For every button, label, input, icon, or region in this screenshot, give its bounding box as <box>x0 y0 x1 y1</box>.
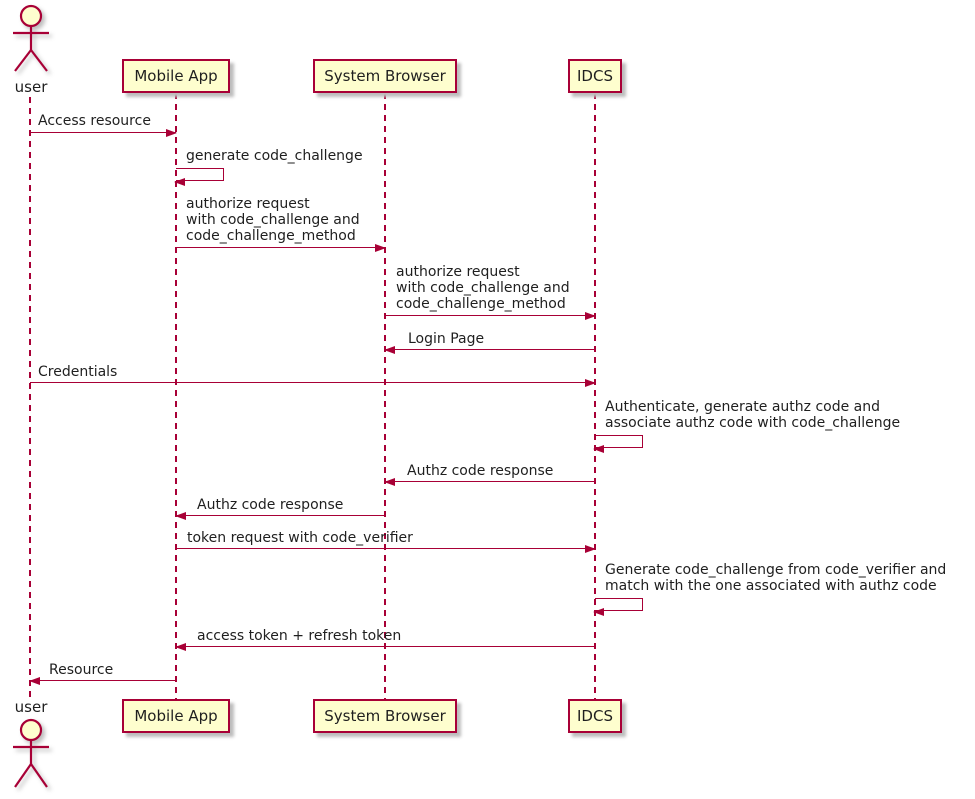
message-arrow-access-token <box>175 642 595 651</box>
message-arrow-login-page <box>384 345 595 354</box>
message-arrow-resource <box>29 676 176 685</box>
actor-user-top-label: user <box>14 78 48 96</box>
message-arrow-access-resource <box>30 128 177 137</box>
participant-label: Mobile App <box>134 707 218 725</box>
message-self-arrow-authenticate <box>593 435 643 453</box>
participant-mobile-app-top: Mobile App <box>122 59 230 93</box>
message-label-access-resource: Access resource <box>38 113 151 129</box>
message-self-arrow-generate-match <box>593 598 643 616</box>
message-label-authz-code-response-1: Authz code response <box>407 463 554 479</box>
message-label-login-page: Login Page <box>408 331 485 347</box>
message-label-authorize-request-1: authorize request with code_challenge an… <box>186 196 360 244</box>
participant-system-browser-top: System Browser <box>313 59 457 93</box>
participant-label: IDCS <box>577 67 613 85</box>
message-label-authz-code-response-2: Authz code response <box>197 497 344 513</box>
message-label-credentials: Credentials <box>38 364 118 380</box>
message-label-authenticate: Authenticate, generate authz code and as… <box>605 399 901 431</box>
message-self-arrow-generate-code-challenge <box>174 168 224 186</box>
lifeline-system-browser <box>384 93 386 699</box>
message-label-access-token: access token + refresh token <box>197 628 402 644</box>
message-label-generate-code-challenge: generate code_challenge <box>186 148 363 164</box>
actor-user-bottom-label: user <box>14 698 48 716</box>
actor-user-top <box>0 3 62 75</box>
participant-label: System Browser <box>324 67 446 85</box>
actor-user-bottom <box>0 717 62 797</box>
participant-idcs-top: IDCS <box>568 59 622 93</box>
participant-mobile-app-bottom: Mobile App <box>122 699 230 733</box>
message-arrow-authz-code-response-2 <box>175 511 385 520</box>
message-label-token-request: token request with code_verifier <box>187 530 413 546</box>
message-label-resource: Resource <box>49 662 114 678</box>
message-label-generate-match: Generate code_challenge from code_verifi… <box>605 562 947 594</box>
participant-label: IDCS <box>577 707 613 725</box>
lifeline-user <box>29 97 31 698</box>
message-arrow-authz-code-response-1 <box>384 477 595 486</box>
actor-figure-icon <box>13 4 49 72</box>
actor-figure-icon <box>13 718 49 788</box>
message-arrow-authorize-request-1 <box>176 243 386 252</box>
lifeline-idcs <box>594 93 596 699</box>
participant-idcs-bottom: IDCS <box>568 699 622 733</box>
message-arrow-credentials <box>30 378 596 387</box>
message-arrow-token-request <box>176 544 596 553</box>
lifeline-mobile-app <box>175 93 177 699</box>
participant-label: Mobile App <box>134 67 218 85</box>
participant-system-browser-bottom: System Browser <box>313 699 457 733</box>
message-label-authorize-request-2: authorize request with code_challenge an… <box>396 264 570 312</box>
participant-label: System Browser <box>324 707 446 725</box>
message-arrow-authorize-request-2 <box>385 311 596 320</box>
